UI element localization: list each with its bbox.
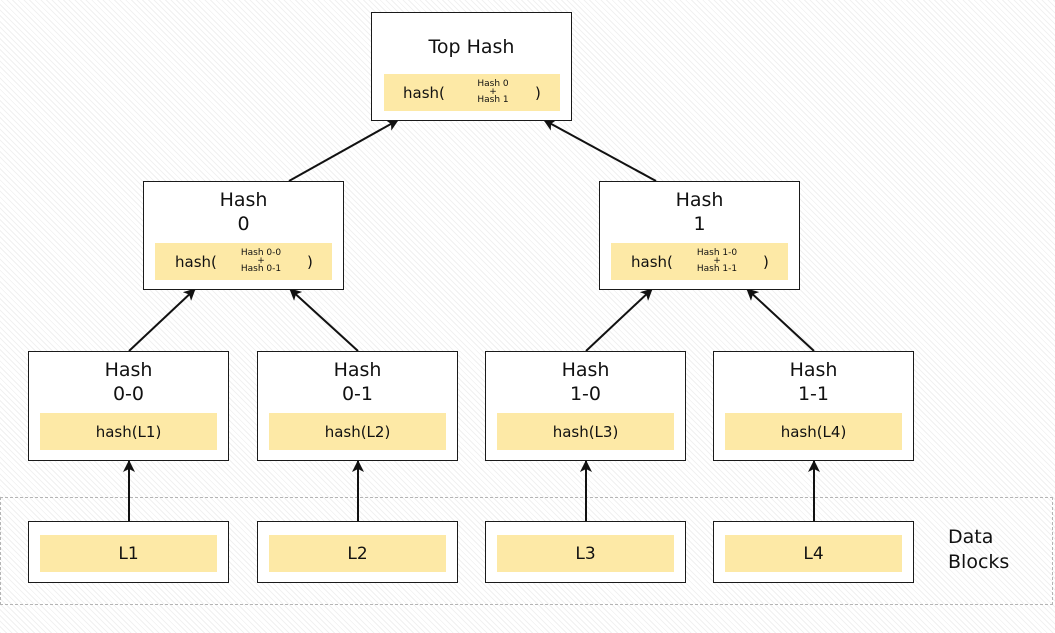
hash-0-title: Hash 0 bbox=[144, 188, 343, 236]
argument-2: Hash 1 bbox=[477, 95, 509, 105]
function-arguments: Hash 1-0 + Hash 1-1 bbox=[689, 248, 745, 274]
hash-1-title-line2: 1 bbox=[693, 213, 706, 235]
function-open: hash( bbox=[403, 83, 445, 102]
data-blocks-label-line2: Blocks bbox=[948, 551, 1010, 573]
hash-1-title: Hash 1 bbox=[600, 188, 799, 236]
edge-hash10-to-hash1 bbox=[585, 288, 653, 352]
hash-0-1-node: Hash 0-1 hash(L2) bbox=[257, 351, 458, 461]
data-block-l2: L2 bbox=[257, 521, 458, 583]
hash-1-0-value: hash(L3) bbox=[552, 422, 619, 441]
function-arguments: Hash 0 + Hash 1 bbox=[470, 79, 516, 105]
hash-0-function: hash( Hash 0-0 + Hash 0-1 ) bbox=[155, 243, 332, 280]
hash-1-title-line1: Hash bbox=[675, 189, 724, 211]
hash-0-0-value: hash(L1) bbox=[95, 422, 162, 441]
hash-0-1-title-line2: 0-1 bbox=[341, 383, 374, 405]
data-block-l2-content: L2 bbox=[269, 535, 446, 572]
function-open: hash( bbox=[175, 252, 217, 271]
hash-0-title-line2: 0 bbox=[237, 213, 250, 235]
hash-1-0-title: Hash 1-0 bbox=[486, 358, 685, 406]
hash-0-node: Hash 0 hash( Hash 0-0 + Hash 0-1 ) bbox=[143, 181, 344, 290]
top-hash-title-text: Top Hash bbox=[428, 36, 515, 58]
hash-0-0-node: Hash 0-0 hash(L1) bbox=[28, 351, 229, 461]
edge-hash01-to-hash0 bbox=[289, 288, 359, 352]
hash-1-0-title-line1: Hash bbox=[561, 359, 610, 381]
hash-1-0-function: hash(L3) bbox=[497, 413, 674, 450]
data-block-l4-label: L4 bbox=[803, 543, 824, 564]
function-open: hash( bbox=[631, 252, 673, 271]
top-hash-node: Top Hash hash( Hash 0 + Hash 1 ) bbox=[371, 12, 572, 121]
function-close: ) bbox=[535, 83, 541, 102]
data-block-l4-content: L4 bbox=[725, 535, 902, 572]
argument-1: Hash 0-0 bbox=[240, 248, 282, 258]
hash-0-0-title: Hash 0-0 bbox=[29, 358, 228, 406]
hash-0-1-title: Hash 0-1 bbox=[258, 358, 457, 406]
data-block-l3-content: L3 bbox=[497, 535, 674, 572]
hash-0-0-title-line1: Hash bbox=[104, 359, 153, 381]
hash-0-title-line1: Hash bbox=[219, 189, 268, 211]
edge-hash0-to-top bbox=[288, 119, 399, 182]
data-blocks-label: Data Blocks bbox=[948, 525, 1009, 575]
hash-1-1-title: Hash 1-1 bbox=[714, 358, 913, 406]
data-block-l3: L3 bbox=[485, 521, 686, 583]
argument-2: Hash 0-1 bbox=[240, 264, 282, 274]
hash-1-node: Hash 1 hash( Hash 1-0 + Hash 1-1 ) bbox=[599, 181, 800, 290]
data-block-l1-content: L1 bbox=[40, 535, 217, 572]
function-close: ) bbox=[307, 252, 313, 271]
hash-0-1-value: hash(L2) bbox=[324, 422, 391, 441]
hash-0-0-function: hash(L1) bbox=[40, 413, 217, 450]
hash-1-0-title-line2: 1-0 bbox=[569, 383, 602, 405]
argument-2: Hash 1-1 bbox=[696, 264, 738, 274]
hash-1-1-value: hash(L4) bbox=[780, 422, 847, 441]
data-block-l2-label: L2 bbox=[347, 543, 368, 564]
hash-1-1-function: hash(L4) bbox=[725, 413, 902, 450]
hash-1-1-node: Hash 1-1 hash(L4) bbox=[713, 351, 914, 461]
hash-0-1-title-line1: Hash bbox=[333, 359, 382, 381]
argument-1: Hash 1-0 bbox=[696, 248, 738, 258]
hash-1-1-title-line1: Hash bbox=[789, 359, 838, 381]
data-blocks-label-line1: Data bbox=[948, 526, 994, 548]
data-block-l1: L1 bbox=[28, 521, 229, 583]
hash-0-0-title-line2: 0-0 bbox=[112, 383, 145, 405]
top-hash-function: hash( Hash 0 + Hash 1 ) bbox=[384, 74, 560, 111]
hash-0-1-function: hash(L2) bbox=[269, 413, 446, 450]
hash-1-function: hash( Hash 1-0 + Hash 1-1 ) bbox=[611, 243, 788, 280]
top-hash-title: Top Hash bbox=[372, 35, 571, 59]
function-close: ) bbox=[763, 252, 769, 271]
function-arguments: Hash 0-0 + Hash 0-1 bbox=[233, 248, 289, 274]
argument-plus: + bbox=[713, 256, 721, 266]
data-block-l1-label: L1 bbox=[118, 543, 139, 564]
argument-1: Hash 0 bbox=[477, 79, 509, 89]
edge-hash11-to-hash1 bbox=[746, 288, 815, 352]
data-block-l3-label: L3 bbox=[575, 543, 596, 564]
edge-hash00-to-hash0 bbox=[128, 288, 196, 352]
data-block-l4: L4 bbox=[713, 521, 914, 583]
argument-plus: + bbox=[257, 256, 265, 266]
hash-1-1-title-line2: 1-1 bbox=[797, 383, 830, 405]
data-blocks-region bbox=[0, 497, 1053, 605]
hash-1-0-node: Hash 1-0 hash(L3) bbox=[485, 351, 686, 461]
edge-hash1-to-top bbox=[543, 119, 657, 182]
argument-plus: + bbox=[489, 87, 497, 97]
